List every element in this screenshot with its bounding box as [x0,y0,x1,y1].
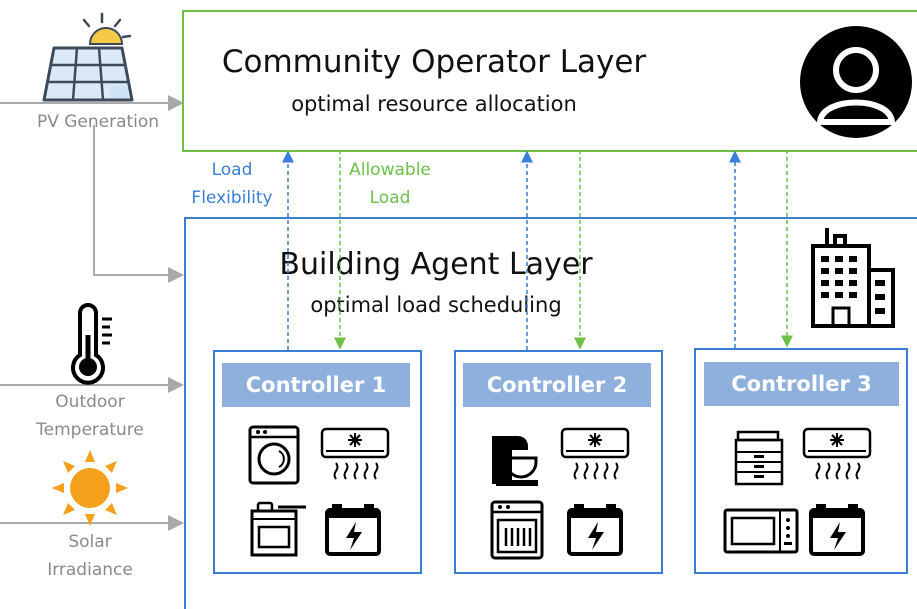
controller-2-label: Controller 2 [463,363,651,407]
controller-3-label: Controller 3 [704,362,899,406]
battery-icon-2 [567,504,623,556]
community-operator-layer: Community Operator Layer optimal resourc… [182,10,917,152]
building-icon [811,228,895,328]
building-subtitle: optimal load scheduling [310,293,562,317]
operator-subtitle: optimal resource allocation [291,92,577,116]
stove-icon [250,501,306,557]
solar-irradiance-label: Solar Irradiance [47,532,133,580]
air-conditioner-icon-2 [560,427,630,480]
microwave-icon [723,508,799,554]
user-avatar-icon [800,26,912,138]
building-title: Building Agent Layer [279,247,593,282]
sun-icon [52,450,128,526]
battery-icon-3 [809,504,865,556]
operator-title: Community Operator Layer [221,44,647,80]
thermometer-icon [71,303,112,385]
printer-icon [734,430,784,486]
air-conditioner-icon [320,427,390,480]
washing-machine-icon [248,425,300,485]
dishwasher-icon [490,500,544,560]
allowable-load-label: Allowable Load [349,160,431,208]
outdoor-temperature-label: Outdoor Temperature [36,392,144,440]
pv-generation-label: PV Generation [36,112,160,132]
stand-mixer-icon [492,436,538,486]
solar-panel-icon [42,12,134,102]
flow-arrows [282,150,793,350]
battery-icon [325,504,381,556]
pv-to-building-arrow [93,125,184,283]
load-flexibility-label: Load Flexibility [191,160,273,208]
air-conditioner-icon-3 [802,427,872,480]
controller-1-label: Controller 1 [222,363,410,407]
